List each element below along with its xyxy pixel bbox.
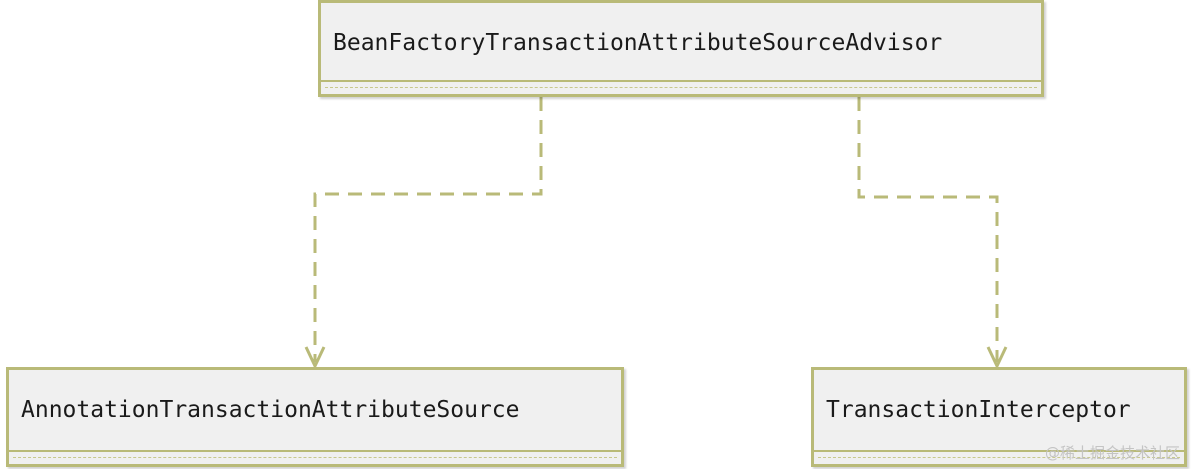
- class-box-annotation-source[interactable]: AnnotationTransactionAttributeSource: [6, 367, 624, 467]
- class-attribute-compartment: [814, 450, 1184, 464]
- class-attribute-compartment: [321, 80, 1041, 94]
- dependency-line-to-annotation-source: [313, 97, 543, 362]
- arrowhead-open-right: [986, 346, 1008, 370]
- class-attribute-compartment: [9, 450, 621, 464]
- dependency-line-to-transaction-interceptor: [857, 97, 999, 362]
- arrowhead-open-left: [304, 346, 326, 370]
- class-name: TransactionInterceptor: [826, 397, 1131, 423]
- class-name: BeanFactoryTransactionAttributeSourceAdv…: [333, 30, 943, 56]
- class-name-compartment: BeanFactoryTransactionAttributeSourceAdv…: [321, 3, 1041, 83]
- class-name-compartment: AnnotationTransactionAttributeSource: [9, 370, 621, 450]
- watermark: @稀土掘金技术社区: [1044, 444, 1180, 462]
- class-box-bean-factory-advisor[interactable]: BeanFactoryTransactionAttributeSourceAdv…: [318, 0, 1044, 97]
- class-name: AnnotationTransactionAttributeSource: [21, 397, 520, 423]
- class-box-transaction-interceptor[interactable]: TransactionInterceptor: [811, 367, 1187, 467]
- class-name-compartment: TransactionInterceptor: [814, 370, 1184, 450]
